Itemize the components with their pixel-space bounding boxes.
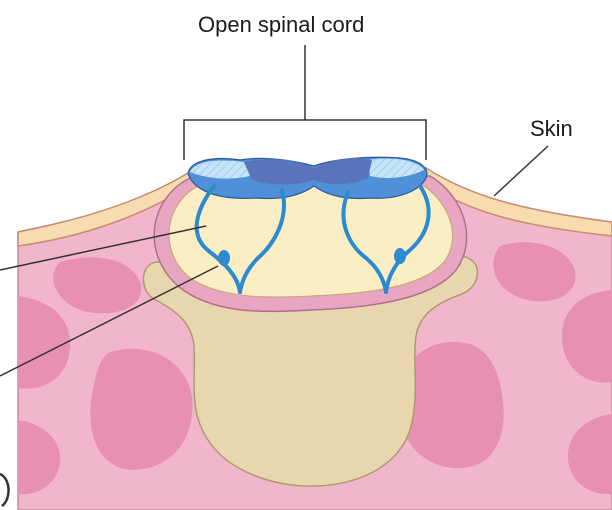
- open-spinal-cord-label: Open spinal cord: [198, 12, 364, 38]
- dorsal-root-ganglion-left: [218, 250, 230, 266]
- skin-label: Skin: [530, 116, 573, 142]
- skin-leader-line: [494, 146, 548, 196]
- cropped-glyph: [0, 474, 9, 506]
- neural-plate-center-dark: [244, 158, 372, 184]
- open-cord-bracket: [184, 45, 426, 160]
- csf-space: [169, 186, 453, 297]
- dorsal-root-ganglion-right: [394, 248, 406, 264]
